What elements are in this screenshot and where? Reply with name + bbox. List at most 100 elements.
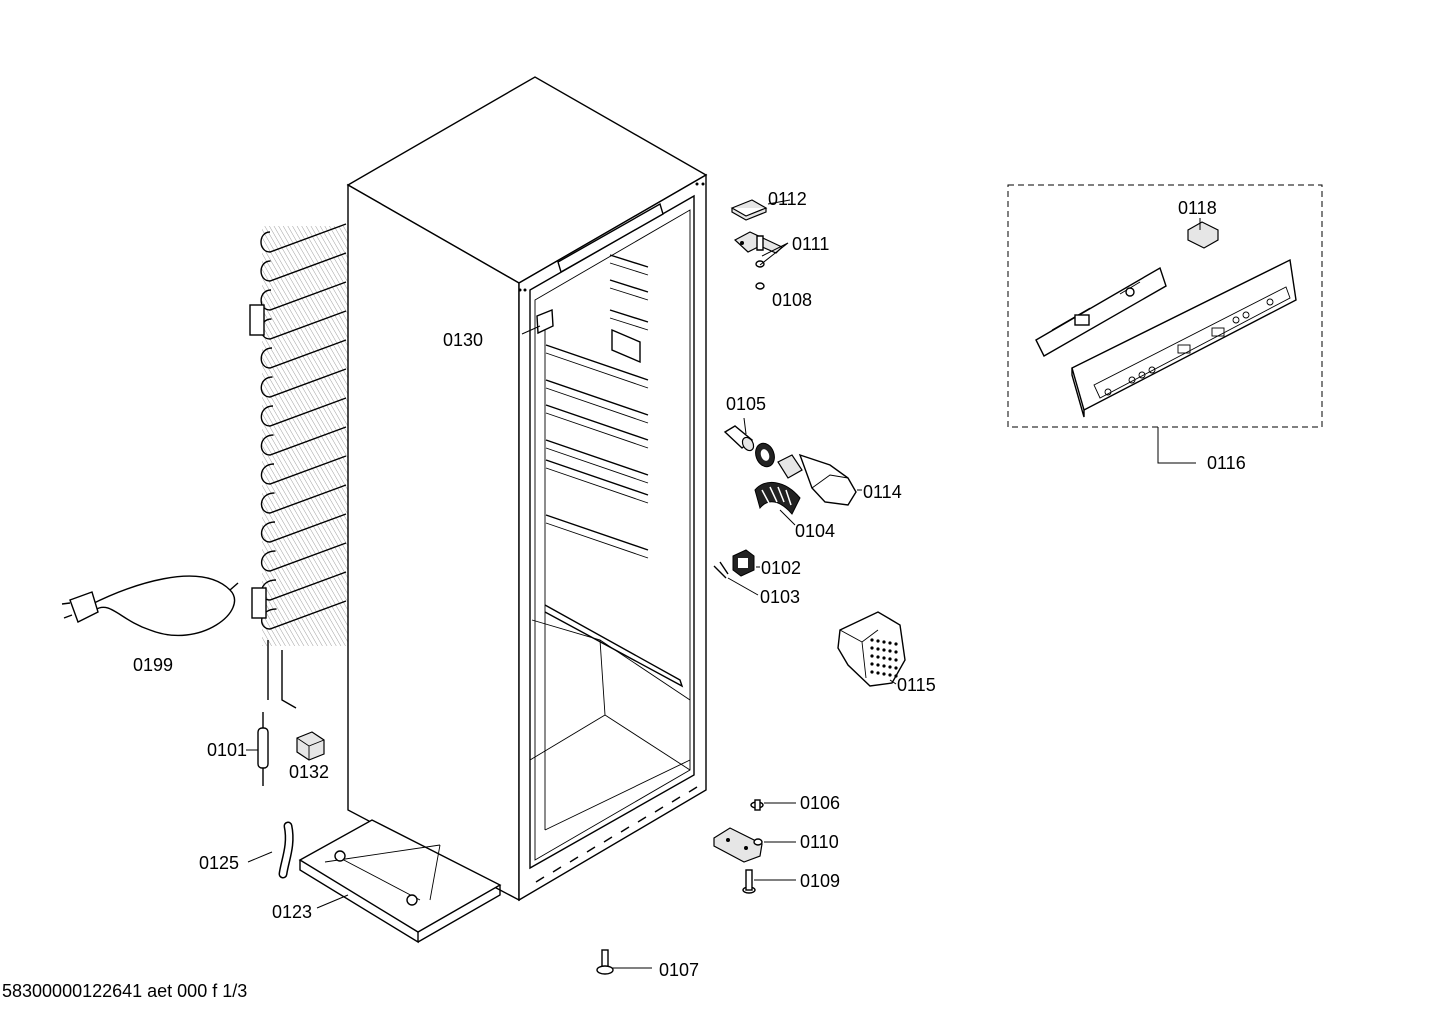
part-label-0112: 0112 bbox=[768, 189, 807, 209]
shelf-rail bbox=[609, 309, 649, 323]
capillary-0101 bbox=[257, 712, 269, 786]
shelf-rail bbox=[544, 604, 684, 688]
coil-loop bbox=[260, 542, 347, 572]
shelf-rail bbox=[545, 459, 649, 496]
shelf-rail-edge bbox=[545, 467, 649, 504]
lamp-cover-0114 bbox=[798, 453, 857, 506]
switch-0102 bbox=[732, 549, 755, 577]
vent-slot bbox=[654, 806, 664, 813]
part-label-0104: 0104 bbox=[795, 521, 835, 541]
vent-hole bbox=[888, 665, 892, 669]
part-label-0105: 0105 bbox=[726, 394, 766, 414]
vent-slot bbox=[620, 826, 630, 833]
vent-hole bbox=[876, 639, 880, 643]
hinge-0110 bbox=[713, 827, 763, 863]
shelf-rail-edge bbox=[609, 262, 649, 276]
part-label-0116: 0116 bbox=[1207, 453, 1246, 473]
vent-hole bbox=[876, 655, 880, 659]
vent-hole bbox=[876, 663, 880, 667]
part-label-0110: 0110 bbox=[800, 832, 839, 852]
part-label-0132: 0132 bbox=[289, 762, 329, 782]
lamp-0105 bbox=[723, 425, 755, 452]
shelf-rail bbox=[545, 439, 649, 476]
vent-slot bbox=[569, 856, 579, 863]
coil-loop bbox=[260, 281, 347, 311]
condenser-coil bbox=[249, 223, 350, 709]
part-label-0107: 0107 bbox=[659, 960, 699, 980]
part-label-0109: 0109 bbox=[800, 871, 840, 891]
power-cord bbox=[61, 575, 239, 636]
shelf-rail bbox=[609, 279, 649, 293]
coil-loop bbox=[260, 252, 347, 282]
vent-hole bbox=[876, 647, 880, 651]
vent-slot bbox=[586, 846, 596, 853]
shelf-rail-edge bbox=[609, 287, 649, 301]
vent-hole bbox=[888, 657, 892, 661]
vent-hole bbox=[894, 650, 898, 654]
shelf-rail bbox=[545, 514, 649, 551]
fan-cover-0115 bbox=[837, 611, 906, 687]
vent-hole bbox=[870, 670, 874, 674]
vent-hole bbox=[894, 674, 898, 678]
clip-0132 bbox=[296, 731, 325, 761]
vent-hole bbox=[870, 654, 874, 658]
coil-loop bbox=[260, 426, 347, 456]
vent-hole bbox=[882, 656, 886, 660]
lamp-socket bbox=[755, 442, 775, 468]
vent-slot bbox=[552, 866, 562, 873]
leader-lines bbox=[246, 199, 1201, 969]
part-label-0114: 0114 bbox=[863, 482, 902, 502]
part-label-0108: 0108 bbox=[772, 290, 812, 310]
vent-hole bbox=[870, 638, 874, 642]
pin-0108 bbox=[755, 235, 765, 290]
vent-hole bbox=[882, 640, 886, 644]
coil-loop bbox=[260, 484, 347, 514]
coil-loop bbox=[260, 513, 347, 543]
vent-hole bbox=[870, 646, 874, 650]
part-label-0123: 0123 bbox=[272, 902, 312, 922]
vent-hole bbox=[888, 641, 892, 645]
part-label-0106: 0106 bbox=[800, 793, 840, 813]
shelf-rail bbox=[545, 344, 649, 381]
part-label-0125: 0125 bbox=[199, 853, 239, 873]
part-label-0102: 0102 bbox=[761, 558, 801, 578]
vent-hole bbox=[888, 673, 892, 677]
coil-loop bbox=[260, 339, 347, 369]
shelf-rail bbox=[609, 254, 649, 268]
vent-hole bbox=[894, 666, 898, 670]
vent-slot bbox=[535, 876, 545, 883]
shelf-rail-edge bbox=[545, 522, 649, 559]
part-label-0130: 0130 bbox=[443, 330, 483, 350]
coil-loop bbox=[260, 455, 347, 485]
cover-0112 bbox=[730, 199, 768, 221]
shelf-rail-edge bbox=[545, 352, 649, 389]
cabinet-body bbox=[346, 76, 708, 902]
document-id: 58300000122641 aet 000 f 1/3 bbox=[2, 981, 248, 1001]
vent-slot bbox=[671, 796, 681, 803]
shelf-rail bbox=[545, 379, 649, 416]
coil-loop bbox=[261, 600, 347, 630]
foot-0107 bbox=[596, 949, 614, 975]
shelf-rail-edge bbox=[545, 447, 649, 484]
part-label-0103: 0103 bbox=[760, 587, 800, 607]
vent-hole bbox=[882, 664, 886, 668]
coil-loop bbox=[260, 397, 347, 427]
shelf-rail bbox=[545, 404, 649, 441]
vent-hole bbox=[882, 648, 886, 652]
vent-hole bbox=[870, 662, 874, 666]
clip-0103 bbox=[713, 561, 729, 579]
lamp-shade-0104 bbox=[754, 482, 801, 515]
shelf-rail-edge bbox=[545, 387, 649, 424]
shelf-rail-edge bbox=[609, 317, 649, 331]
part-label-0111: 0111 bbox=[792, 234, 829, 254]
vent-slot bbox=[603, 836, 613, 843]
part-label-0118: 0118 bbox=[1178, 198, 1217, 218]
shelf-rail-edge bbox=[545, 412, 649, 449]
vent-hole bbox=[894, 642, 898, 646]
screw-0106 bbox=[750, 799, 764, 811]
vent-hole bbox=[888, 649, 892, 653]
vent-slot bbox=[688, 786, 698, 793]
base-tray bbox=[298, 819, 502, 944]
vent-slot bbox=[637, 816, 647, 823]
